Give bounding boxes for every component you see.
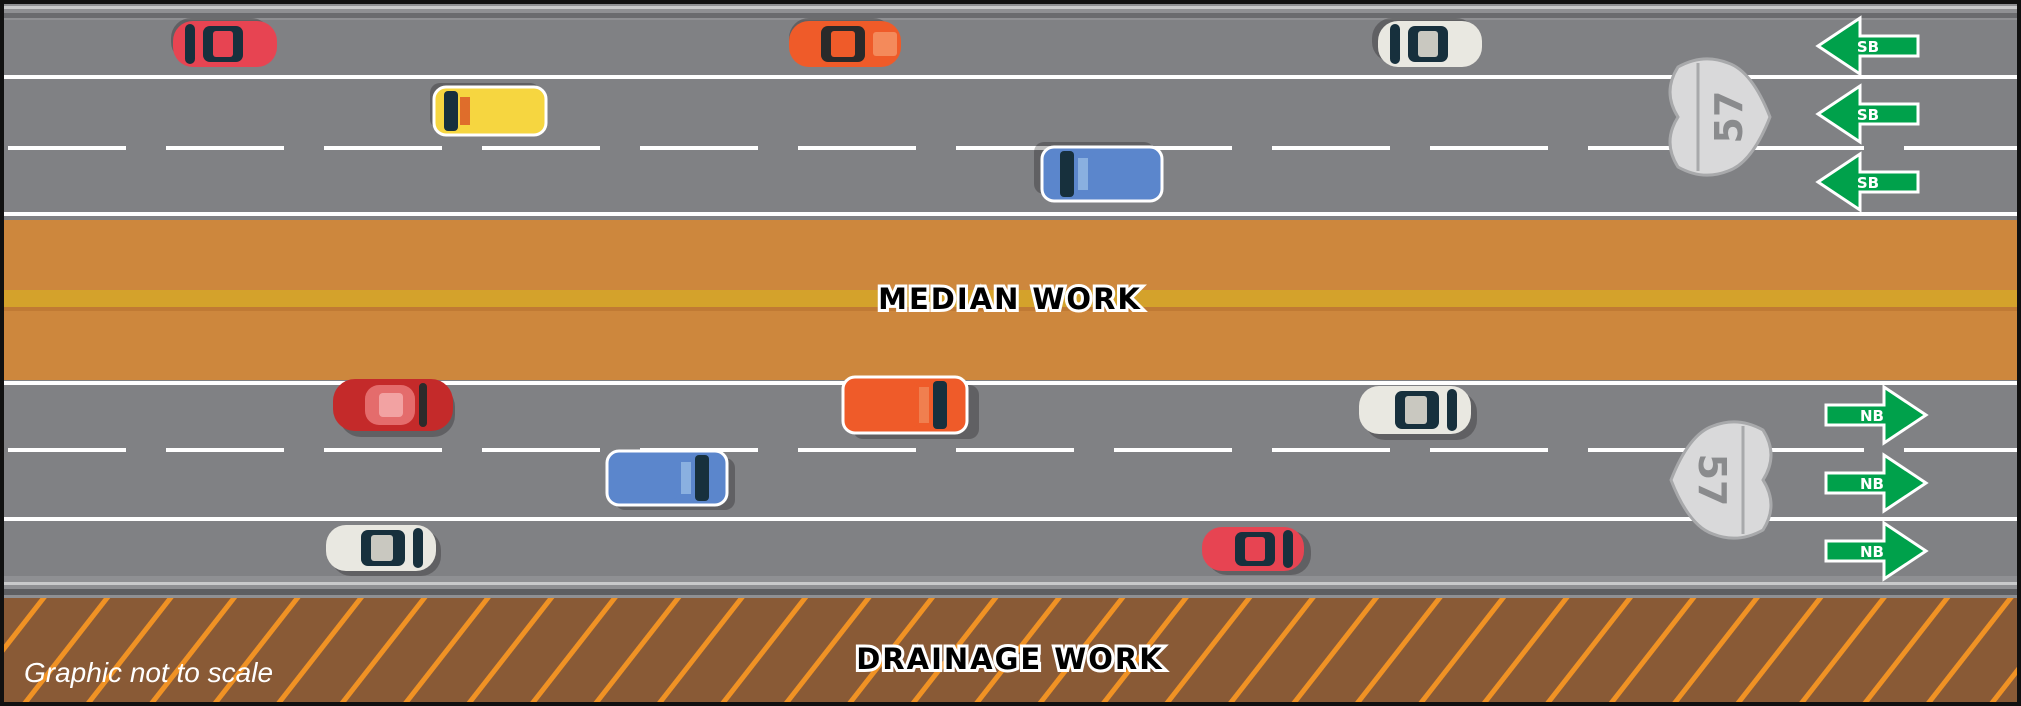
sb-arrow-label: SB <box>1857 38 1879 56</box>
lane-dash <box>1588 448 1706 452</box>
lane-dash <box>324 146 442 150</box>
top-shoulder <box>4 4 2017 22</box>
lane-dash <box>1746 448 1864 452</box>
sb-arrow-2: SB <box>1815 83 1920 145</box>
vehicle-orange-car-sb <box>789 18 901 67</box>
nb-arrow-label: NB <box>1860 475 1884 493</box>
median-stripe <box>4 290 2017 307</box>
nb-arrow-2: NB <box>1824 452 1929 514</box>
lane-dash <box>1430 146 1548 150</box>
lane-dash <box>8 448 126 452</box>
lane-dash <box>1272 448 1390 452</box>
route-57-shield-southbound: 57 <box>1668 57 1772 177</box>
median-work-zone: MEDIAN WORK <box>4 220 2017 380</box>
lane-dash <box>956 146 1074 150</box>
lane-dash <box>482 146 600 150</box>
sb-edge-line-bottom <box>4 212 2017 216</box>
vehicle-red-car-sb <box>171 18 277 67</box>
vehicle-orange-truck-nb <box>841 375 979 439</box>
lane-dash <box>956 448 1074 452</box>
nb-arrow-1: NB <box>1824 384 1929 446</box>
sb-arrow-label: SB <box>1857 106 1879 124</box>
nb-arrow-label: NB <box>1860 543 1884 561</box>
vehicle-white-car-nb-2 <box>326 525 441 576</box>
lane-dash <box>1746 146 1864 150</box>
drainage-work-zone: DRAINAGE WORK Graphic not to scale <box>4 598 2017 702</box>
vehicle-red-convertible-nb <box>333 379 455 437</box>
drainage-work-label: DRAINAGE WORK <box>856 642 1164 676</box>
median-work-label: MEDIAN WORK <box>878 282 1142 316</box>
lane-dash <box>1114 448 1232 452</box>
vehicle-red-car-nb <box>1202 527 1311 575</box>
sb-lane-line-top <box>4 75 2017 79</box>
lane-dash <box>798 448 916 452</box>
route-number: 57 <box>1690 454 1734 507</box>
sb-dashed-lane-line <box>8 146 2017 150</box>
lane-dash <box>1430 448 1548 452</box>
lane-dash <box>166 448 284 452</box>
lane-dash <box>1114 146 1232 150</box>
vehicle-white-car-sb <box>1372 18 1482 67</box>
lane-dash <box>324 448 442 452</box>
vehicle-blue-truck-sb <box>1034 142 1164 203</box>
vehicle-yellow-truck-sb <box>430 83 548 137</box>
nb-arrow-label: NB <box>1860 407 1884 425</box>
lane-dash <box>166 146 284 150</box>
lane-dash <box>1904 448 2017 452</box>
sb-arrow-1: SB <box>1815 15 1920 77</box>
not-to-scale-note: Graphic not to scale <box>24 657 273 688</box>
lane-dash <box>8 146 126 150</box>
nb-edge-line-top <box>4 381 2017 385</box>
lane-dash <box>1272 146 1390 150</box>
lane-dash <box>1588 146 1706 150</box>
southbound-roadway <box>4 20 2017 220</box>
lane-dash <box>482 448 600 452</box>
nb-arrow-3: NB <box>1824 520 1929 582</box>
lane-dash <box>798 146 916 150</box>
sb-arrow-3: SB <box>1815 151 1920 213</box>
vehicle-blue-truck-nb <box>605 449 735 510</box>
bottom-shoulder <box>4 576 2017 598</box>
lane-dash <box>640 146 758 150</box>
route-57-shield-northbound: 57 <box>1669 420 1773 540</box>
nb-lane-line-bottom <box>4 517 2017 521</box>
vehicle-white-car-nb-1 <box>1359 386 1477 440</box>
lane-dash <box>1904 146 2017 150</box>
sb-arrow-label: SB <box>1857 174 1879 192</box>
route-number: 57 <box>1707 91 1751 144</box>
